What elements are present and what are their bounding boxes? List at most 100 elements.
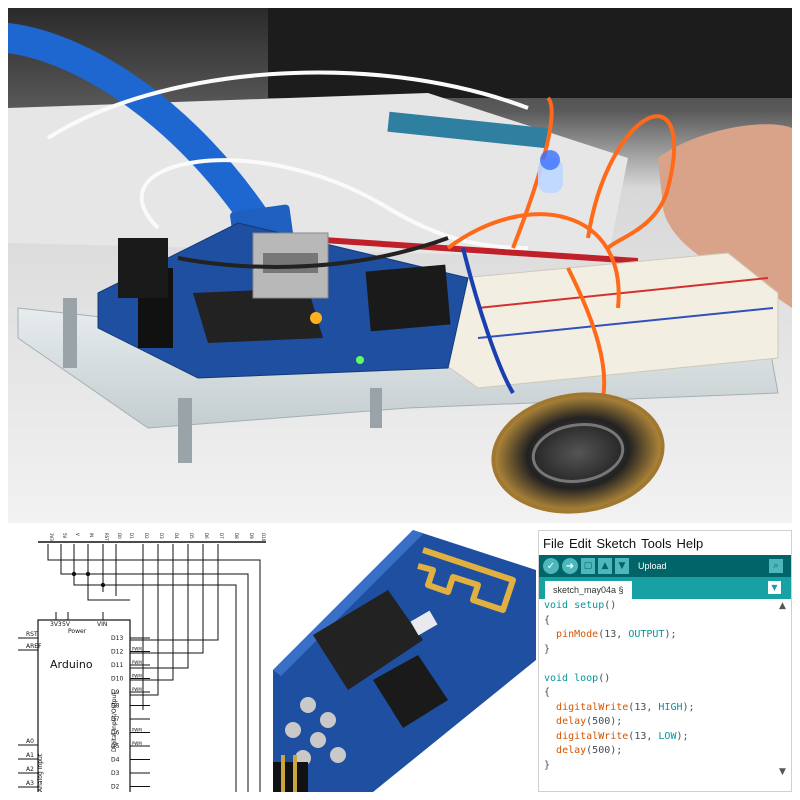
menu-item-file[interactable]: File bbox=[543, 535, 564, 551]
analog-pin-label: A1 bbox=[26, 752, 34, 759]
code-token: pinMode bbox=[556, 629, 599, 640]
right-pin-label: D7 bbox=[111, 716, 120, 723]
pwm-label: PWM bbox=[132, 674, 142, 679]
magnifier-icon: ⌕ bbox=[773, 561, 779, 571]
top-pin-label: 5V bbox=[62, 533, 67, 539]
pwm-label: PWM bbox=[132, 647, 142, 652]
code-line: void loop() bbox=[544, 672, 777, 687]
code-token bbox=[544, 745, 556, 756]
tab-sketch[interactable]: sketch_may04a § bbox=[545, 581, 632, 599]
code-line: } bbox=[544, 643, 777, 658]
code-token: () bbox=[604, 600, 617, 611]
menu-item-tools[interactable]: Tools bbox=[641, 535, 672, 551]
code-line: void setup() bbox=[544, 599, 777, 614]
arrow-right-icon: ➜ bbox=[565, 560, 575, 572]
code-line: pinMode(13, OUTPUT); bbox=[544, 628, 777, 643]
scroll-up-icon[interactable]: ▲ bbox=[779, 601, 786, 611]
top-pin-label: D7 bbox=[219, 533, 224, 539]
verify-button[interactable]: ✓ bbox=[543, 558, 559, 574]
menu-item-help[interactable]: Help bbox=[676, 535, 704, 551]
wifi-module-illustration bbox=[273, 530, 536, 792]
tab-menu-button[interactable]: ▼ bbox=[768, 581, 781, 594]
code-token: digitalWrite bbox=[556, 701, 629, 713]
pwm-label: PWM bbox=[132, 728, 142, 733]
left-pin-label: AREF bbox=[26, 643, 42, 650]
code-line: { bbox=[544, 686, 777, 701]
code-line bbox=[544, 657, 777, 672]
chevron-down-icon: ▼ bbox=[771, 583, 778, 592]
code-token: } bbox=[544, 643, 551, 655]
top-pin-label: V bbox=[75, 533, 80, 536]
code-token: (13, bbox=[628, 701, 659, 713]
toolbar-hint-label: Upload bbox=[638, 561, 667, 571]
upload-button[interactable]: ➜ bbox=[562, 558, 578, 574]
top-pin-label: D8 bbox=[234, 533, 239, 539]
serial-monitor-button[interactable]: ⌕ bbox=[769, 559, 783, 573]
top-pin-label: D9 bbox=[249, 533, 254, 539]
pwm-label: PWM bbox=[132, 687, 142, 692]
code-token bbox=[544, 716, 556, 727]
code-token: OUTPUT bbox=[628, 629, 665, 640]
code-editor[interactable]: void setup(){ pinMode(13, OUTPUT);} void… bbox=[539, 599, 777, 791]
right-pin-label: D5 bbox=[111, 743, 120, 750]
open-button[interactable]: ▲ bbox=[598, 558, 612, 574]
code-token: (500); bbox=[586, 716, 623, 727]
code-token bbox=[544, 702, 556, 713]
top-pin-label: D3 bbox=[159, 533, 164, 539]
code-line: } bbox=[544, 759, 777, 774]
analog-input-label: Analog Input bbox=[37, 753, 44, 792]
scroll-down-icon[interactable]: ▼ bbox=[779, 767, 786, 777]
code-line: delay(500); bbox=[544, 744, 777, 759]
new-file-icon: ▢ bbox=[583, 561, 593, 571]
right-pin-label: D10 bbox=[111, 676, 123, 683]
code-token: (13, bbox=[628, 730, 659, 742]
code-token: delay bbox=[556, 745, 587, 756]
code-token: digitalWrite bbox=[556, 730, 629, 742]
right-pin-label: D6 bbox=[111, 730, 120, 737]
analog-pin-label: A3 bbox=[26, 780, 34, 787]
power-pin-label: VIN bbox=[97, 621, 107, 628]
code-line: { bbox=[544, 614, 777, 629]
save-button[interactable]: ▼ bbox=[615, 558, 629, 574]
analog-pin-label: A2 bbox=[26, 766, 34, 773]
right-pin-label: D13 bbox=[111, 635, 123, 642]
left-pin-label: RST bbox=[26, 631, 38, 638]
check-icon: ✓ bbox=[546, 560, 556, 572]
code-token: LOW bbox=[658, 730, 677, 742]
code-token: } bbox=[544, 759, 551, 771]
code-token: { bbox=[544, 687, 551, 698]
top-pin-label: D6 bbox=[204, 533, 209, 539]
editor-scrollbar[interactable]: ▲ ▼ bbox=[777, 599, 791, 791]
right-pin-label: D8 bbox=[111, 703, 120, 710]
menu-item-edit[interactable]: Edit bbox=[568, 535, 592, 551]
menu-item-sketch[interactable]: Sketch bbox=[596, 535, 637, 551]
code-token: (500); bbox=[586, 745, 623, 756]
wifi-module-photo bbox=[273, 530, 536, 792]
pwm-label: PWM bbox=[132, 741, 142, 746]
code-token: () bbox=[598, 672, 611, 684]
power-pin-label: 5V bbox=[62, 621, 71, 628]
top-pin-label: D4 bbox=[174, 533, 179, 539]
right-pin-label: D9 bbox=[111, 689, 120, 696]
code-token: loop bbox=[574, 672, 599, 684]
arrow-down-icon: ▼ bbox=[618, 561, 626, 571]
arrow-up-icon: ▲ bbox=[601, 561, 609, 571]
code-token bbox=[544, 731, 556, 742]
code-token: { bbox=[544, 614, 551, 626]
code-token: setup bbox=[574, 600, 605, 611]
ide-tab-bar: sketch_may04a § ▼ bbox=[539, 577, 791, 599]
code-token: delay bbox=[556, 716, 587, 727]
top-pin-label: D5 bbox=[189, 533, 194, 539]
code-line: digitalWrite(13, LOW); bbox=[544, 730, 777, 745]
code-line: digitalWrite(13, HIGH); bbox=[544, 701, 777, 716]
board-label: Arduino bbox=[50, 658, 93, 671]
right-pin-label: D2 bbox=[111, 784, 120, 791]
power-pin-label: 3V3 bbox=[50, 621, 62, 628]
new-button[interactable]: ▢ bbox=[581, 558, 595, 574]
right-pin-label: D12 bbox=[111, 649, 123, 656]
code-token: ); bbox=[676, 730, 689, 742]
top-pin-label: IN bbox=[89, 533, 94, 537]
